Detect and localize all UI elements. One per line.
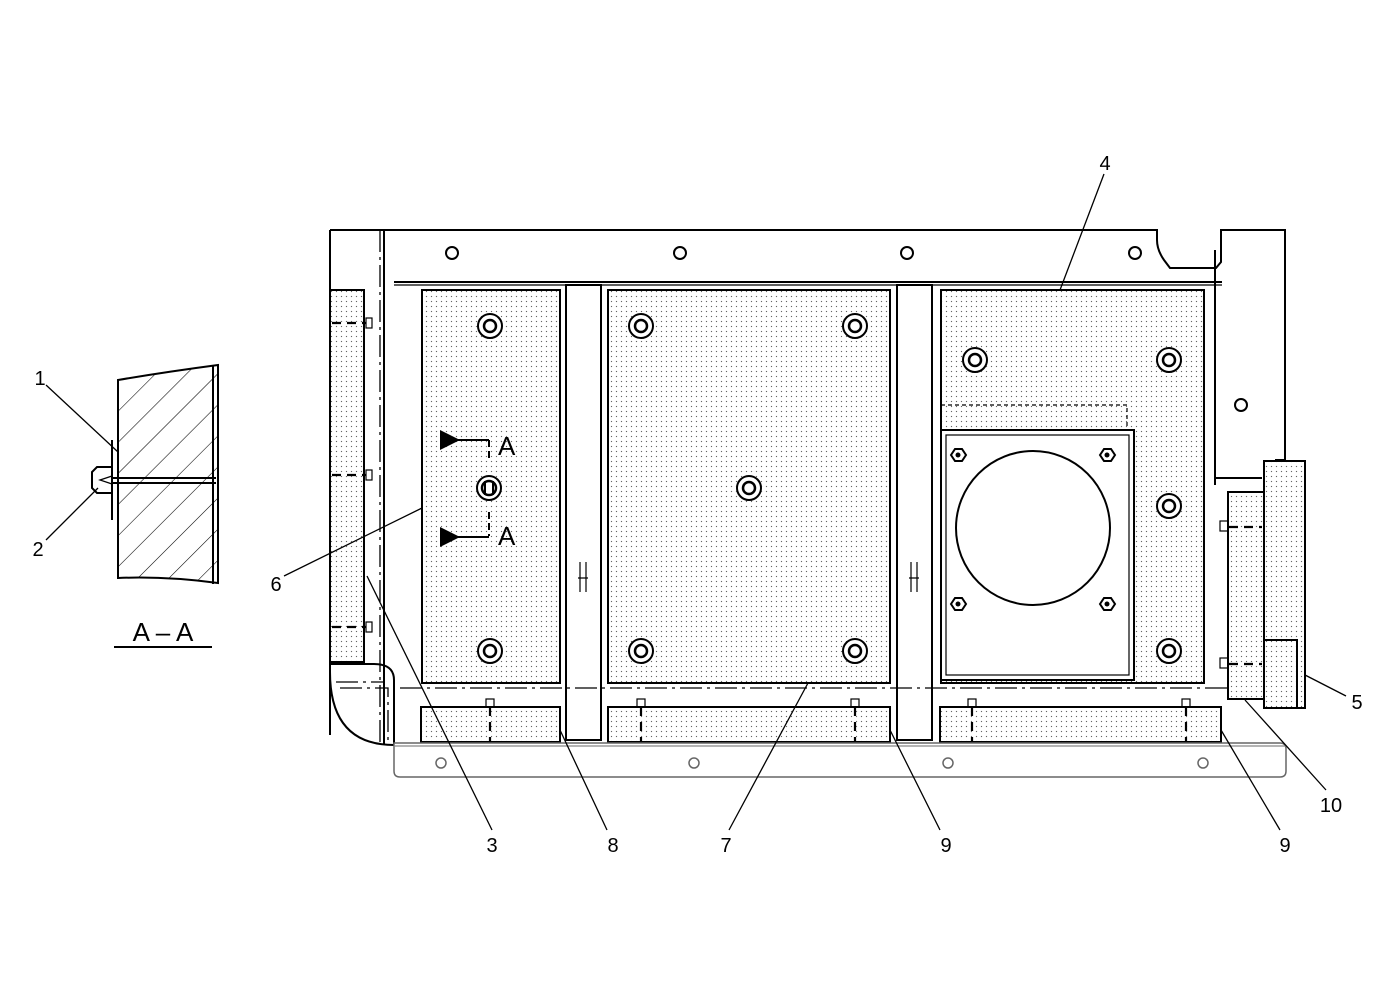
callout-4: 4: [1099, 153, 1110, 175]
callout-2: 2: [32, 539, 43, 561]
section-fastener: [476, 475, 502, 501]
section-title: A – A: [133, 617, 194, 647]
main-view: A A: [329, 229, 1306, 778]
fastener: [842, 313, 868, 339]
mounting-hole: [1234, 398, 1248, 412]
clip-left: [578, 562, 588, 592]
fastener: [628, 313, 654, 339]
section-cut-marker: A A: [440, 430, 516, 551]
fastener: [842, 638, 868, 664]
fastener: [628, 638, 654, 664]
section-marker-top: A: [498, 431, 516, 461]
mounting-hole: [1128, 246, 1142, 260]
fan-opening: [955, 450, 1111, 606]
callout-9-left: 9: [940, 835, 951, 857]
fastener-head: [91, 466, 112, 494]
bottom-panel-9b: [939, 706, 1222, 743]
callout-10: 10: [1320, 795, 1342, 817]
panel-fasteners: [477, 313, 1182, 664]
fastener: [477, 638, 503, 664]
bottom-panel-9a: [607, 706, 891, 743]
callouts: 1 2 3 4 5 6 7 8 9 9 10: [32, 153, 1362, 857]
callout-7: 7: [720, 835, 731, 857]
panel-5: [1263, 460, 1306, 709]
post-left: [565, 284, 602, 741]
fan-bolts: [949, 448, 1117, 611]
section-view-a-a: A – A: [91, 363, 219, 648]
post-right: [896, 284, 933, 741]
bottom-clips: [485, 698, 1191, 742]
callout-1: 1: [34, 368, 45, 390]
panel-10: [1227, 491, 1266, 700]
fastener: [962, 347, 988, 373]
mounting-hole: [900, 246, 914, 260]
callout-3: 3: [486, 835, 497, 857]
callout-8: 8: [607, 835, 618, 857]
section-body: [117, 363, 219, 585]
section-marker-bottom: A: [498, 521, 516, 551]
fastener: [477, 313, 503, 339]
fastener: [1156, 493, 1182, 519]
bottom-rail: [393, 742, 1287, 778]
clip-right: [909, 562, 919, 592]
callout-6: 6: [270, 574, 281, 596]
callout-9-right: 9: [1279, 835, 1290, 857]
callout-5: 5: [1351, 692, 1362, 714]
fastener: [1156, 638, 1182, 664]
mounting-hole: [673, 246, 687, 260]
mounting-hole: [445, 246, 459, 260]
fastener: [736, 475, 762, 501]
fastener: [1156, 347, 1182, 373]
